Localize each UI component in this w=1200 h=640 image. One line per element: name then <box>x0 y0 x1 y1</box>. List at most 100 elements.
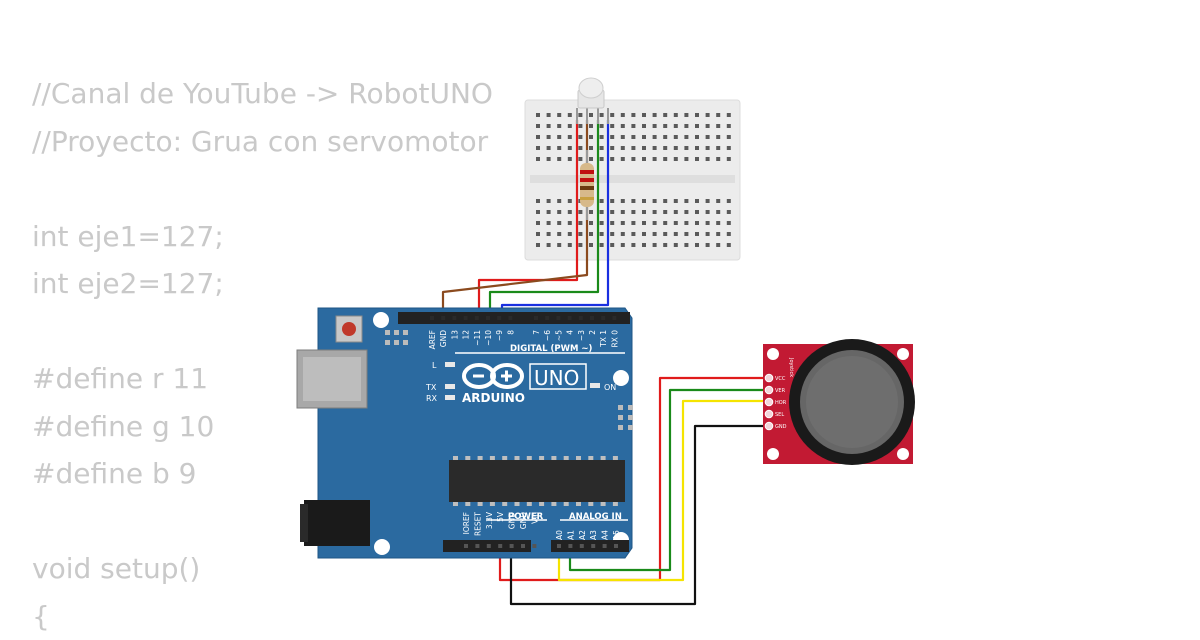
breadboard-hole <box>536 199 540 203</box>
breadboard-hole <box>706 232 710 236</box>
breadboard-hole <box>578 146 582 150</box>
breadboard-hole <box>695 243 699 247</box>
chip-pin <box>453 456 458 460</box>
breadboard-hole <box>557 135 561 139</box>
breadboard-hole <box>589 124 593 128</box>
breadboard-hole <box>600 146 604 150</box>
breadboard-hole <box>684 113 688 117</box>
icsp-pin <box>618 425 623 430</box>
breadboard-hole <box>631 124 635 128</box>
breadboard-hole <box>727 113 731 117</box>
joystick-pin-label: VCC <box>775 376 786 382</box>
chip-pin <box>515 456 520 460</box>
breadboard-hole <box>631 113 635 117</box>
breadboard-hole <box>547 157 551 161</box>
digital-pin-label: RX 0 <box>610 330 619 348</box>
breadboard-hole <box>621 210 625 214</box>
breadboard-hole <box>642 199 646 203</box>
power-pin <box>532 544 536 548</box>
breadboard-hole <box>684 157 688 161</box>
digital-pin <box>475 316 479 320</box>
analog-pin-label: A1 <box>566 530 575 540</box>
breadboard-hole <box>621 221 625 225</box>
breadboard-hole <box>653 113 657 117</box>
joystick-pin-label: SEL <box>775 412 784 418</box>
led-rx-label: RX <box>426 394 438 403</box>
breadboard-hole <box>536 135 540 139</box>
breadboard-hole <box>727 157 731 161</box>
breadboard-hole <box>684 124 688 128</box>
breadboard-hole <box>547 146 551 150</box>
joystick-pin <box>765 386 773 394</box>
breadboard-hole <box>727 243 731 247</box>
breadboard-hole <box>727 199 731 203</box>
chip-pin <box>588 502 593 506</box>
breadboard-hole <box>642 157 646 161</box>
breadboard-hole <box>536 157 540 161</box>
breadboard-hole <box>631 199 635 203</box>
breadboard-hole <box>547 135 551 139</box>
breadboard-hole <box>695 199 699 203</box>
breadboard-hole <box>716 113 720 117</box>
breadboard-hole <box>547 243 551 247</box>
breadboard-hole <box>653 210 657 214</box>
breadboard-hole <box>642 232 646 236</box>
chip-pin <box>490 502 495 506</box>
breadboard-hole <box>727 146 731 150</box>
chip-pin <box>478 502 483 506</box>
digital-pin <box>568 316 572 320</box>
digital-pin <box>612 316 616 320</box>
chip-pin <box>539 456 544 460</box>
breadboard-hole <box>610 210 614 214</box>
breadboard-hole <box>695 221 699 225</box>
breadboard-hole <box>610 157 614 161</box>
breadboard-hole <box>653 243 657 247</box>
breadboard-hole <box>600 157 604 161</box>
breadboard <box>525 100 740 260</box>
breadboard-hole <box>600 113 604 117</box>
breadboard-hole <box>610 135 614 139</box>
icsp-pin <box>394 340 399 345</box>
breadboard-hole <box>684 221 688 225</box>
breadboard-hole <box>706 124 710 128</box>
icsp-pin <box>628 425 633 430</box>
breadboard-hole <box>547 113 551 117</box>
breadboard-hole <box>610 124 614 128</box>
breadboard-hole <box>631 210 635 214</box>
breadboard-hole <box>695 157 699 161</box>
breadboard-hole <box>536 124 540 128</box>
breadboard-hole <box>706 146 710 150</box>
digital-pin <box>579 316 583 320</box>
chip-pin <box>576 456 581 460</box>
digital-pin <box>452 316 456 320</box>
breadboard-hole <box>557 221 561 225</box>
breadboard-hole <box>631 243 635 247</box>
breadboard-hole <box>578 243 582 247</box>
breadboard-hole <box>547 124 551 128</box>
breadboard-hole <box>610 232 614 236</box>
digital-pin <box>601 316 605 320</box>
breadboard-hole <box>684 210 688 214</box>
breadboard-hole <box>589 157 593 161</box>
chip-pin <box>564 456 569 460</box>
analog-pin <box>568 544 572 548</box>
breadboard-hole <box>653 232 657 236</box>
power-pin <box>487 544 491 548</box>
breadboard-hole <box>674 232 678 236</box>
breadboard-hole <box>684 232 688 236</box>
breadboard-hole <box>674 243 678 247</box>
digital-pin-label: AREF <box>428 330 437 349</box>
breadboard-hole <box>727 221 731 225</box>
breadboard-hole <box>557 199 561 203</box>
breadboard-hole <box>716 146 720 150</box>
breadboard-hole <box>674 221 678 225</box>
breadboard-hole <box>589 135 593 139</box>
joystick-pin-label: GND <box>775 424 787 430</box>
breadboard-hole <box>568 199 572 203</box>
digital-pin-label: ~6 <box>543 330 552 341</box>
analog-pin-label: A5 <box>612 530 621 540</box>
breadboard-hole <box>610 113 614 117</box>
arduino-model: UNO <box>534 366 579 390</box>
breadboard-hole <box>568 157 572 161</box>
